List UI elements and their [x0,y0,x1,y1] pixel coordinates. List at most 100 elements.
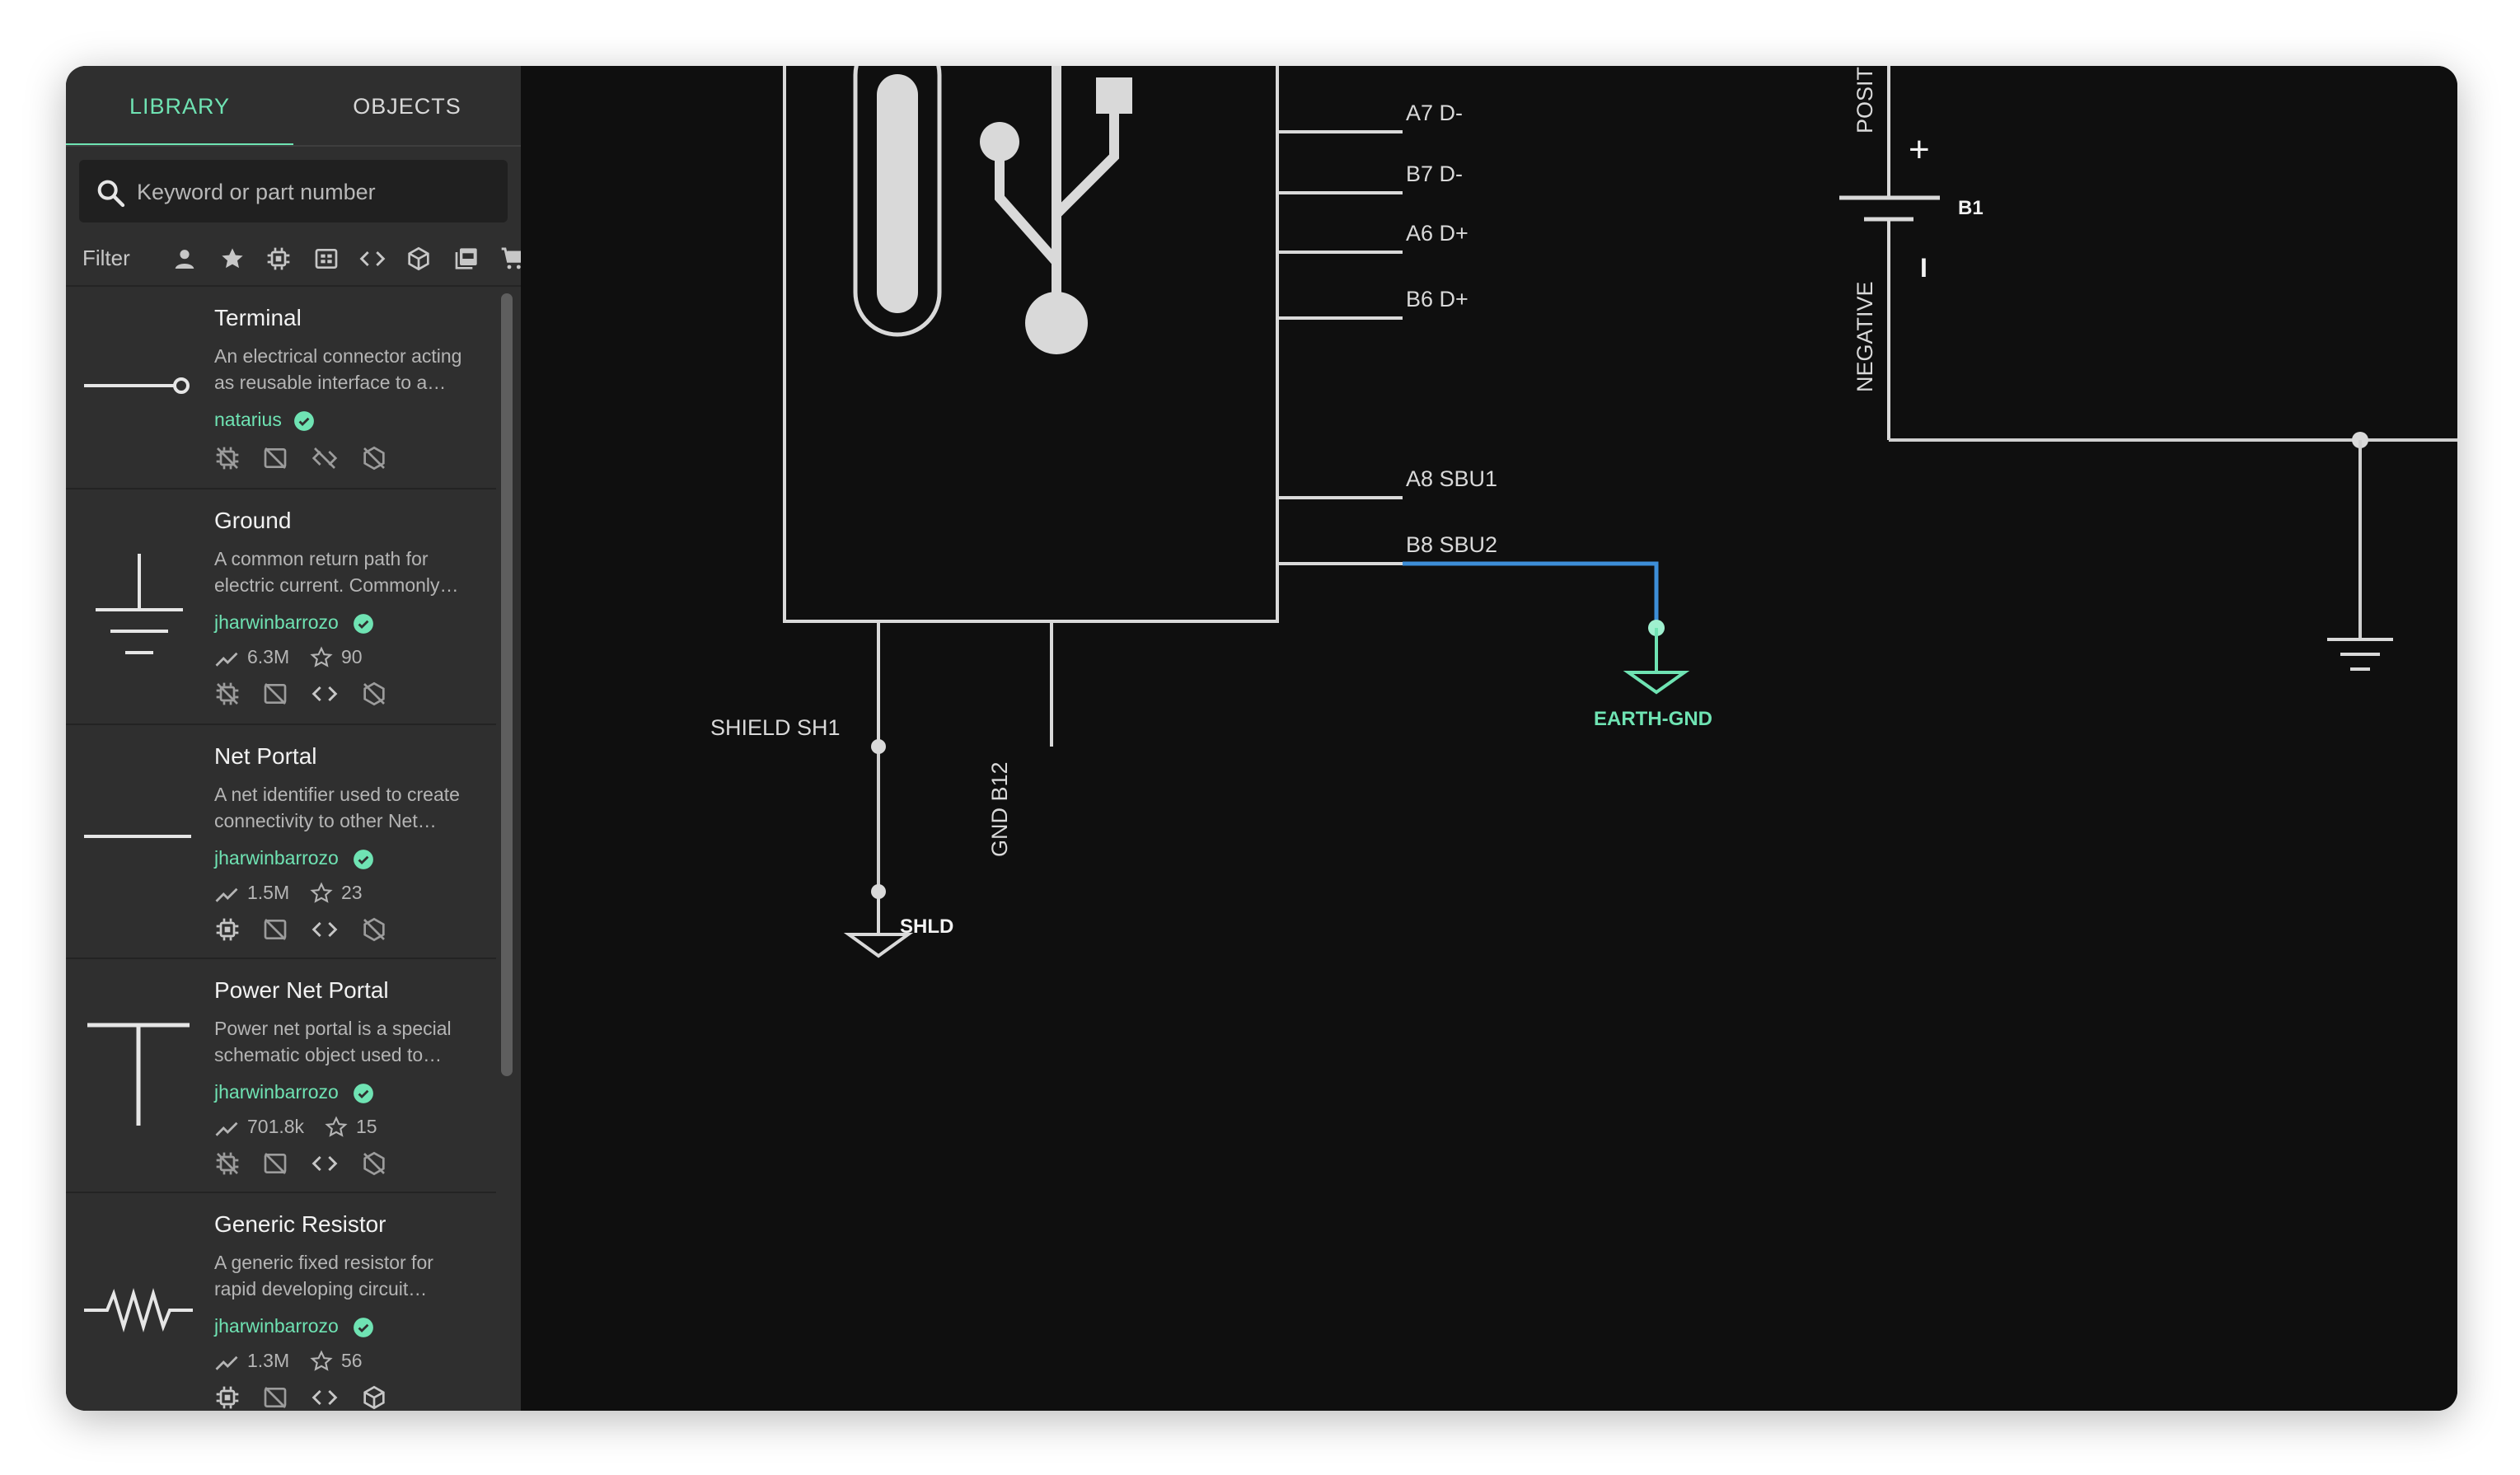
code-icon [311,921,338,938]
pin-label-a6: A6 D+ [1406,221,1468,246]
star-outline-icon [310,882,333,903]
battery-plus-sign: + [1909,129,1930,170]
item-author[interactable]: jharwinbarrozo [214,611,339,633]
code-icon [311,1155,338,1172]
battery-negative-label: NEGATIVE [1853,281,1877,392]
battery-ref-label: B1 [1958,197,1984,219]
earth-gnd-label: EARTH-GND [1594,708,1712,730]
desc-line: electric current. Commonly… [214,574,459,596]
chip-off-icon [216,682,239,705]
item-availability-icons [214,1150,412,1177]
battery-minus-sign: I [1920,253,1927,283]
library-item-generic-resistor[interactable]: Generic Resistor A generic fixed resisto… [66,1193,496,1411]
cube-off-icon [363,917,385,942]
stars-count: 90 [341,646,363,667]
pin-label-b8: B8 SBU2 [1406,532,1497,557]
pcb-off-icon [264,447,287,469]
chip-off-icon [216,447,239,470]
chip-icon [216,1386,239,1409]
library-item-terminal[interactable]: Terminal An electrical connector acting … [66,287,496,489]
item-description: Power net portal is a special schematic … [214,1015,486,1068]
code-icon[interactable] [359,246,386,272]
cube-off-icon [363,1151,385,1176]
star-outline-icon [310,646,333,667]
item-availability-icons [214,681,412,707]
earth-gnd-symbol[interactable] [1623,628,1690,695]
cube-icon[interactable] [405,246,432,272]
usb-icon [980,66,1132,354]
item-description: A common return path for electric curren… [214,546,486,598]
filter-separator [66,285,521,287]
pin-label-shield: SHIELD SH1 [710,715,841,740]
search-input[interactable] [135,160,493,224]
item-title: Power Net Portal [214,977,389,1003]
pin-label-b6: B6 D+ [1406,287,1468,311]
item-author[interactable]: jharwinbarrozo [214,1081,339,1103]
pin-label-gnd: GND B12 [987,761,1012,857]
stars-count: 23 [341,882,363,903]
net-portal-symbol [84,835,191,838]
desc-line: Power net portal is a special [214,1018,452,1039]
pdf-icon[interactable] [453,246,480,272]
usb-connector-component[interactable] [783,66,1279,623]
library-list: Terminal An electrical connector acting … [66,287,496,1411]
ground-symbol [96,554,183,654]
verified-icon [354,850,373,869]
desc-line: as reusable interface to a… [214,372,447,393]
cube-off-icon [363,446,385,471]
item-author[interactable]: jharwinbarrozo [214,847,339,869]
schematic-canvas[interactable]: A7 D- B7 D- A6 D+ B6 D+ A8 SBU1 B8 SBU2 … [521,66,2457,1411]
code-off-icon [311,447,338,469]
star-icon[interactable] [219,246,246,272]
desc-line: schematic object used to… [214,1044,443,1065]
stars-count: 56 [341,1350,363,1371]
selected-wire[interactable] [1403,561,1665,636]
usb-pins-right [1277,130,1403,565]
library-item-power-net-portal[interactable]: Power Net Portal Power net portal is a s… [66,959,496,1193]
ground-symbol[interactable] [2327,638,2393,671]
shld-net[interactable] [843,739,914,958]
user-icon[interactable] [171,246,198,272]
cart-icon[interactable] [499,246,526,272]
trend-icon [215,1356,238,1370]
item-description: An electrical connector acting as reusab… [214,343,486,396]
pcb-icon[interactable] [313,246,340,272]
schematic-drawing[interactable]: A7 D- B7 D- A6 D+ B6 D+ A8 SBU1 B8 SBU2 … [521,66,2457,1411]
desc-line: A common return path for [214,548,429,569]
filter-label: Filter [82,246,130,270]
cube-off-icon [363,681,385,706]
item-title: Net Portal [214,743,317,769]
power-net-portal-symbol [87,1023,190,1126]
trend-icon [215,1121,238,1136]
library-item-net-portal[interactable]: Net Portal A net identifier used to crea… [66,725,496,959]
sidebar-tabs: LIBRARY OBJECTS [66,66,521,147]
cube-icon [363,1385,385,1410]
trend-icon [215,887,238,902]
terminal-symbol [84,377,190,394]
battery-positive-label: POSITIVE [1853,66,1877,133]
downloads-count: 1.5M [247,882,290,903]
code-icon [311,1389,338,1406]
chip-icon [216,918,239,941]
item-author[interactable]: jharwinbarrozo [214,1315,339,1337]
battery-component[interactable] [1839,66,1940,440]
shld-label: SHLD [900,915,953,938]
desc-line: An electrical connector acting [214,345,462,367]
desc-line: A generic fixed resistor for [214,1252,433,1273]
battery-ground-net[interactable] [1889,432,2457,639]
tabs-divider [66,145,521,147]
tab-objects[interactable]: OBJECTS [353,93,461,119]
pcb-off-icon [264,1153,287,1174]
downloads-count: 1.3M [247,1350,290,1371]
tab-library[interactable]: LIBRARY [66,66,293,147]
item-author[interactable]: natarius [214,409,282,430]
verified-icon [354,1084,373,1103]
library-item-ground[interactable]: Ground A common return path for electric… [66,489,496,725]
chip-icon[interactable] [265,246,292,272]
item-availability-icons [214,1384,412,1411]
downloads-count: 701.8k [247,1116,305,1137]
sidebar-scrollbar[interactable] [501,293,513,1076]
pin-label-a7: A7 D- [1406,101,1463,125]
app-window: LIBRARY OBJECTS Filter [66,66,2457,1411]
desc-line: A net identifier used to create [214,784,460,805]
